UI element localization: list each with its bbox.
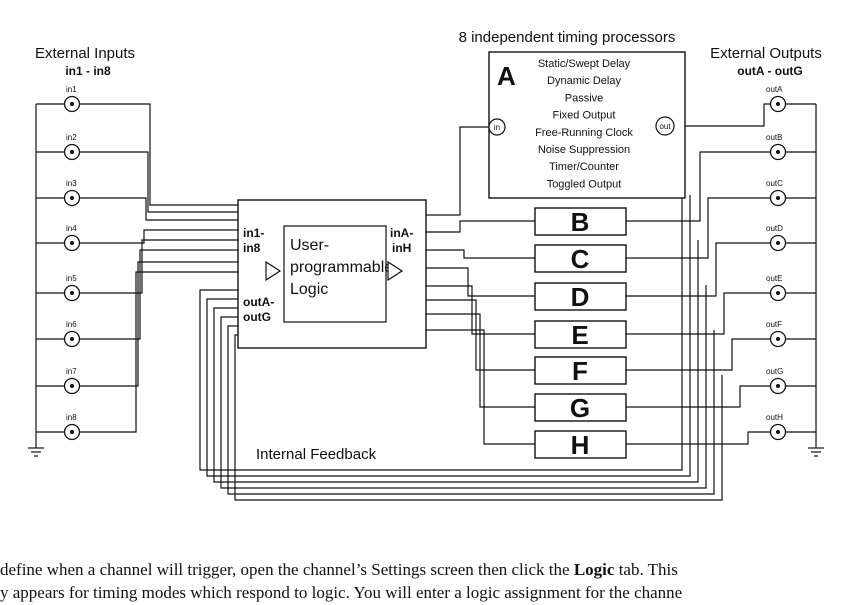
logic-input-arrow-icon <box>265 260 282 282</box>
processors-title: 8 independent timing processors <box>459 29 676 46</box>
output-label: outG <box>766 367 783 376</box>
input-label: in4 <box>66 224 77 233</box>
output-label: outA <box>766 85 783 94</box>
output-jack-pin <box>776 196 780 200</box>
outputs-title: External Outputs <box>710 45 822 62</box>
output-jack-pin <box>776 150 780 154</box>
processor-block-g <box>534 393 627 422</box>
processor-a-box <box>488 51 686 199</box>
logic-in-label-2: in8 <box>243 241 261 255</box>
input-jack-pin <box>70 241 74 245</box>
logic-in-label-1: in1- <box>243 226 264 240</box>
processor-a-out-label: out <box>659 122 671 131</box>
body-text-line-2: y appears for timing modes which respond… <box>0 583 683 602</box>
processor-block-letter: C <box>571 244 590 274</box>
logic-right-label-1: inA- <box>390 226 413 240</box>
processor-a-mode: Fixed Output <box>553 110 616 122</box>
input-label: in3 <box>66 179 77 188</box>
output-label: outF <box>766 320 782 329</box>
output-label: outD <box>766 224 783 233</box>
logic-core-line-1: User- <box>290 237 329 254</box>
output-label: outH <box>766 413 783 422</box>
logic-tab-reference: Logic <box>573 560 615 579</box>
input-jacks: in1 in2 in3 in4 in5 in6 in7 in8 <box>63 85 81 441</box>
processor-block-c <box>534 244 627 273</box>
processor-block-f <box>534 356 627 385</box>
processor-block-letter: G <box>570 393 590 423</box>
output-jack-pin <box>776 102 780 106</box>
input-label: in8 <box>66 413 77 422</box>
output-label: outB <box>766 133 782 142</box>
processor-a-mode: Free-Running Clock <box>535 127 633 139</box>
logic-core-line-3: Logic <box>290 281 328 298</box>
processor-block-h <box>534 430 627 459</box>
input-jack-pin <box>70 150 74 154</box>
inputs-range: in1 - in8 <box>65 64 111 78</box>
processor-block-letter: H <box>571 430 590 460</box>
processor-a-mode: Passive <box>565 92 604 104</box>
logic-right-label-2: inH <box>392 241 411 255</box>
output-jack-pin <box>776 241 780 245</box>
ground-left-icon <box>28 440 44 457</box>
processor-a-mode: Dynamic Delay <box>547 75 621 87</box>
ground-right-icon <box>808 440 824 457</box>
output-jack-pin <box>776 384 780 388</box>
input-label: in2 <box>66 133 77 142</box>
logic-core-line-2: programmable <box>290 259 393 276</box>
input-jack-pin <box>70 102 74 106</box>
processor-a-out-port <box>655 116 675 136</box>
output-jack-pin <box>776 430 780 434</box>
processor-a-letter: A <box>497 61 516 91</box>
output-jack-pin <box>776 337 780 341</box>
input-jack-pin <box>70 291 74 295</box>
input-label: in6 <box>66 320 77 329</box>
processor-a-mode: Static/Swept Delay <box>538 58 631 70</box>
input-jack-pin <box>70 196 74 200</box>
output-label: outE <box>766 274 782 283</box>
input-label: in5 <box>66 274 77 283</box>
input-label: in1 <box>66 85 77 94</box>
processor-a-in-label: in <box>494 123 500 132</box>
logic-out-label-1: outA- <box>243 295 274 309</box>
logic-out-label-2: outG <box>243 310 271 324</box>
output-jacks: outA outB outC outD outE outF outG outH <box>766 85 787 441</box>
processor-block-e <box>534 320 627 349</box>
input-jack-pin <box>70 384 74 388</box>
processor-block-letter: F <box>572 356 588 386</box>
processor-block-letter: D <box>571 282 590 312</box>
input-jack-pin <box>70 430 74 434</box>
feedback-label: Internal Feedback <box>256 446 377 463</box>
logic-core <box>283 225 387 323</box>
body-text-line-1: define when a channel will trigger, open… <box>0 560 678 579</box>
processor-a-mode: Timer/Counter <box>549 161 619 173</box>
processor-a-mode: Toggled Output <box>547 178 622 190</box>
input-label: in7 <box>66 367 77 376</box>
processor-a-in-port <box>488 118 506 136</box>
processor-block-d <box>534 282 627 311</box>
logic-output-arrow-icon <box>387 260 404 282</box>
processor-block-letter: E <box>571 320 588 350</box>
output-jack-pin <box>776 291 780 295</box>
wiring <box>35 96 817 501</box>
processor-block-b <box>534 207 627 236</box>
output-label: outC <box>766 179 783 188</box>
processor-block-letter: B <box>571 207 590 237</box>
outputs-range: outA - outG <box>737 64 803 78</box>
inputs-title: External Inputs <box>35 45 135 62</box>
processor-a-mode: Noise Suppression <box>538 144 630 156</box>
input-jack-pin <box>70 337 74 341</box>
